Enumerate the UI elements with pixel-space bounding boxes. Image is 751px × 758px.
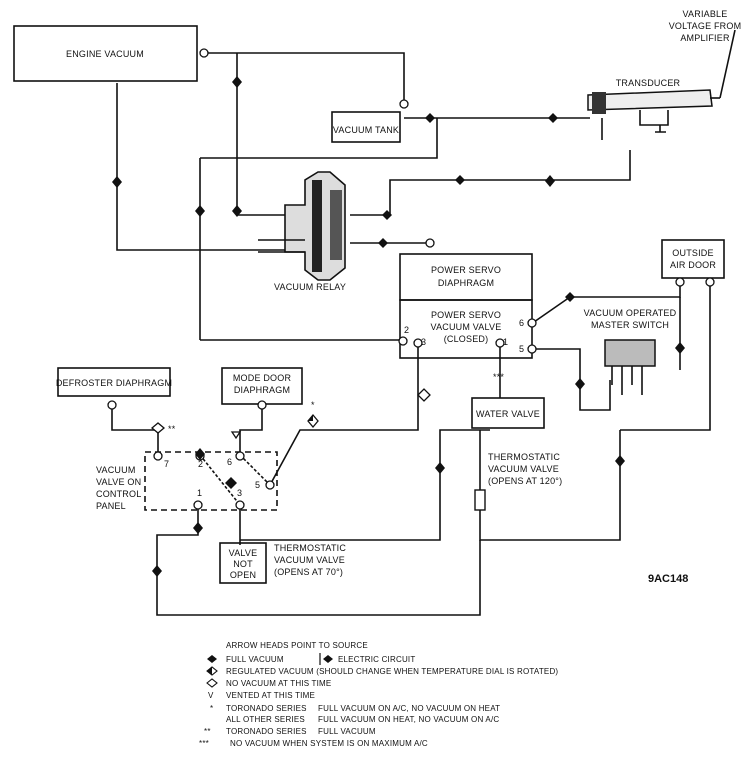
panel-port-5: 5 [255,480,260,490]
outside-air-door-label-1: OUTSIDE [672,248,713,258]
ports [107,48,715,510]
water-valve-label: WATER VALVE [476,409,540,419]
servo-port-2: 2 [404,325,409,335]
single-star-mark: * [311,400,315,410]
servo-port-6: 6 [519,318,524,328]
thermo-120-label-2: VACUUM VALVE [488,464,559,474]
panel-port-6: 6 [227,457,232,467]
valve-not-open-label-1: VALVE [229,548,258,558]
regulated-vacuum-markers [307,413,319,429]
legend-star1-b-text: FULL VACUUM ON HEAT, NO VACUUM ON A/C [318,715,499,724]
legend-star1-a-text: FULL VACUUM ON A/C, NO VACUUM ON HEAT [318,704,500,713]
power-servo-valve-box [399,299,533,359]
power-servo-valve-label-3: (CLOSED) [444,334,489,344]
vacuum-relay-label: VACUUM RELAY [274,282,346,292]
legend-vented: VENTED AT THIS TIME [226,691,315,700]
outside-air-door-box [661,239,725,279]
variable-voltage-label-3: AMPLIFIER [680,33,730,43]
panel-port-7: 7 [164,459,169,469]
legend-full-vacuum: FULL VACUUM [226,655,284,664]
transducer-label: TRANSDUCER [616,78,681,88]
legend-star1-b-label: ALL OTHER SERIES [226,715,305,724]
legend-star2-label: TORONADO SERIES [226,727,307,736]
power-servo-diaphragm-box [399,253,533,301]
outside-air-door-label-2: AIR DOOR [670,260,716,270]
water-valve-box [471,397,545,429]
thermo-valve-120-body [474,489,486,511]
vacuum-relay-drawing [258,171,346,281]
valve-not-open-label-3: OPEN [230,570,256,580]
power-servo-valve-label-2: VACUUM VALVE [431,322,502,332]
control-valve-label-1: VACUUM [96,465,136,475]
defroster-diaphragm-box [57,367,171,397]
thermo-120-label-1: THERMOSTATIC [488,452,560,462]
defroster-diaphragm-label: DEFROSTER DIAPHRAGM [56,378,172,388]
thermo-70-label-3: (OPENS AT 70°) [274,567,343,577]
master-switch-drawing [604,339,656,395]
legend-no-vacuum: NO VACUUM AT THIS TIME [226,679,331,688]
vacuum-tank-label: VACUUM TANK [333,125,399,135]
control-valve-label-2: VALVE ON [96,477,141,487]
thermo-70-label-2: VACUUM VALVE [274,555,345,565]
control-panel-valve-box [144,451,278,511]
full-vacuum-markers [112,76,685,577]
variable-voltage-label-2: VOLTAGE FROM [669,21,742,31]
control-panel-internal-links [199,454,271,506]
legend-title: ARROW HEADS POINT TO SOURCE [226,641,368,650]
valve-not-open-box [219,542,267,584]
legend-star3-symbol: *** [199,739,209,748]
control-valve-label-4: PANEL [96,501,126,511]
legend-regulated: REGULATED VACUUM (SHOULD CHANGE WHEN TEM… [226,667,558,676]
panel-port-3: 3 [237,488,242,498]
vacuum-lines [111,52,711,616]
legend-star1-symbol: * [210,704,213,713]
panel-port-2: 2 [198,459,203,469]
servo-port-5: 5 [519,344,524,354]
mode-door-label-1: MODE DOOR [233,373,292,383]
legend-vented-symbol: V [208,691,214,700]
triple-star-mark: *** [493,372,504,382]
mode-door-label-2: DIAPHRAGM [234,385,290,395]
valve-not-open-label-2: NOT [233,559,253,569]
power-servo-diaphragm-label-1: POWER SERVO [431,265,501,275]
power-servo-diaphragm-label-2: DIAPHRAGM [438,278,494,288]
master-switch-label-1: VACUUM OPERATED [584,308,677,318]
panel-port-1: 1 [197,488,202,498]
legend-star1-a-label: TORONADO SERIES [226,704,307,713]
variable-voltage-label-1: VARIABLE [683,9,728,19]
engine-vacuum-label: ENGINE VACUUM [66,49,144,59]
no-vacuum-markers [150,388,431,440]
power-servo-valve-label-1: POWER SERVO [431,310,501,320]
legend-electric-symbol [323,655,333,663]
thermo-120-label-3: (OPENS AT 120°) [488,476,562,486]
legend-star2-text: FULL VACUUM [318,727,376,736]
figure-id: 9AC148 [648,573,688,585]
legend-full-vacuum-symbol [207,655,217,663]
servo-port-1: 1 [503,337,508,347]
servo-port-3: 3 [421,337,426,347]
engine-vacuum-box [13,25,198,82]
legend: ARROW HEADS POINT TO SOURCE FULL VACUUM … [199,641,558,748]
thermo-70-label-1: THERMOSTATIC [274,543,346,553]
control-valve-label-3: CONTROL [96,489,141,499]
legend-no-vacuum-symbol [206,678,218,688]
master-switch-label-2: MASTER SWITCH [591,320,669,330]
legend-electric: ELECTRIC CIRCUIT [338,655,415,664]
double-star-mark: ** [168,424,176,434]
legend-star2-symbol: ** [204,727,211,736]
vacuum-tank-box [331,111,401,143]
transducer-drawing [587,29,736,133]
legend-star3-text: NO VACUUM WHEN SYSTEM IS ON MAXIMUM A/C [230,739,428,748]
